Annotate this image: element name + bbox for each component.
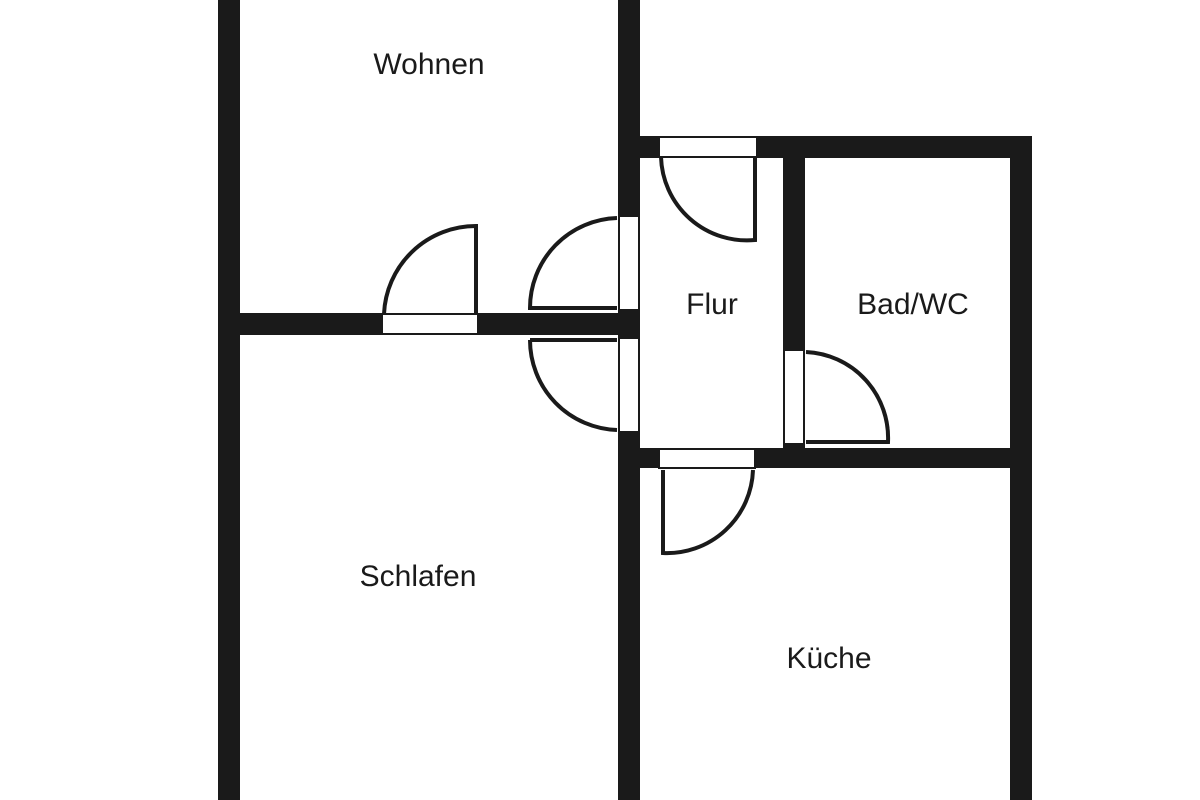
door-frames [381, 136, 805, 469]
room-label-schlafen: Schlafen [360, 560, 477, 593]
room-label-kueche: Küche [786, 642, 871, 675]
room-label-wohnen: Wohnen [373, 48, 484, 81]
door-swing-bad [805, 350, 891, 444]
door-frame-kueche [658, 448, 756, 469]
door-swing-wohnen [382, 223, 478, 315]
door-frame-flur-wohnen [618, 215, 640, 311]
room-label-bad-wc: Bad/WC [857, 288, 969, 321]
door-frame-entrance [658, 136, 758, 158]
room-label-flur: Flur [686, 288, 738, 321]
door-frame-flur-schlafen [618, 337, 640, 433]
door-frame-bad [783, 349, 805, 445]
wall-left [218, 0, 240, 800]
door-swings [382, 156, 891, 556]
wall-schlafen-kueche [618, 450, 640, 800]
door-frame-wohnen [381, 313, 479, 335]
door-swing-entrance [659, 156, 757, 243]
door-swing-kueche [661, 469, 755, 556]
door-swing-flur-schlafen [528, 339, 618, 432]
door-swing-flur-wohnen [527, 216, 618, 310]
